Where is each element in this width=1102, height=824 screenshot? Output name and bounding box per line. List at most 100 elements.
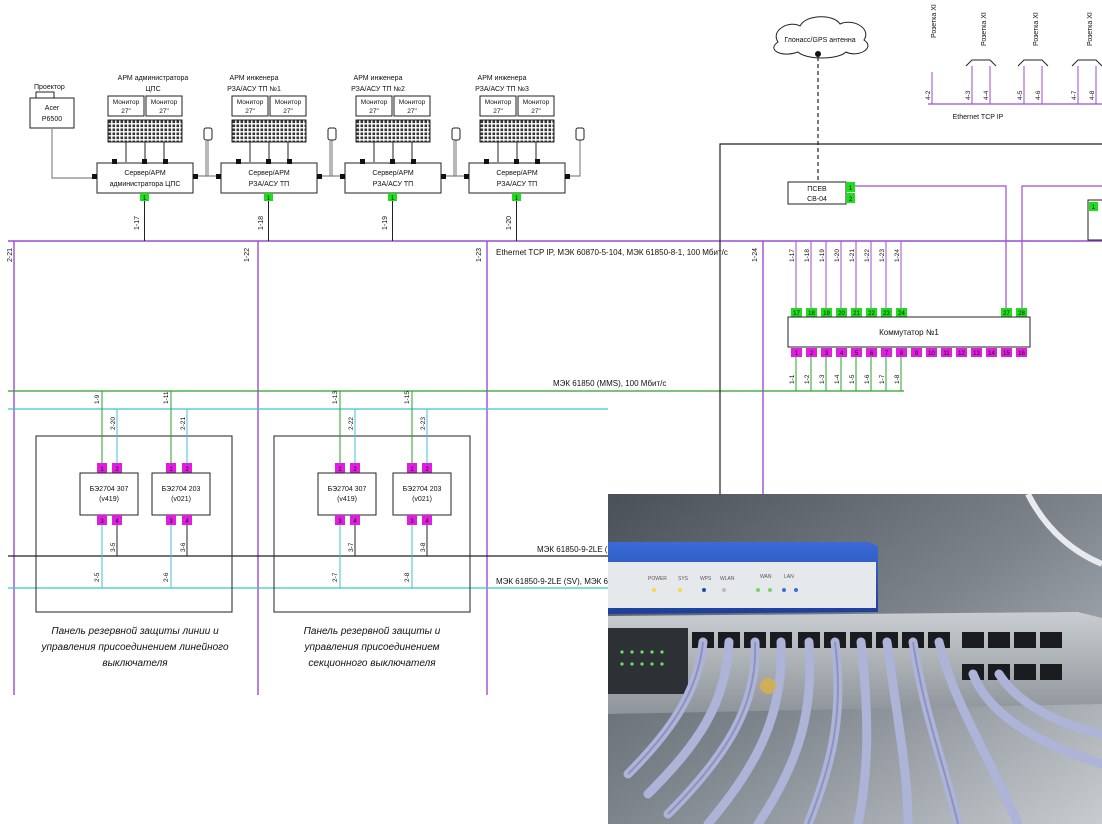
svg-text:РЗА/АСУ ТП: РЗА/АСУ ТП xyxy=(497,181,537,188)
svg-text:2: 2 xyxy=(849,197,853,203)
sockets: Ethernet TCP IP Розетка XI Розетка XI Ро… xyxy=(925,4,1102,121)
svg-text:ЦПС: ЦПС xyxy=(145,86,160,93)
svg-text:1-18: 1-18 xyxy=(258,216,265,230)
svg-text:1-24: 1-24 xyxy=(894,249,901,262)
svg-text:2-7: 2-7 xyxy=(332,572,339,582)
svg-text:11: 11 xyxy=(943,351,950,357)
svg-text:2-20: 2-20 xyxy=(110,417,117,430)
panel-line-protection: 1-9 2-20 1 2 БЭ2704 307 (v419) 3 4 3-5 2… xyxy=(35,391,233,669)
svg-text:14: 14 xyxy=(988,351,995,357)
switch-top-ports: 17 18 19 20 21 22 23 24 27 28 xyxy=(791,308,1027,317)
svg-text:1-22: 1-22 xyxy=(864,249,871,262)
svg-text:(v021): (v021) xyxy=(412,496,432,503)
svg-text:АРМ инженера: АРМ инженера xyxy=(478,75,527,82)
svg-text:4-4: 4-4 xyxy=(983,90,990,100)
svg-text:4-8: 4-8 xyxy=(1089,90,1096,100)
svg-text:1-19: 1-19 xyxy=(382,216,389,230)
svg-text:2: 2 xyxy=(185,467,189,473)
svg-text:1: 1 xyxy=(338,467,342,473)
projector-model-2: P6500 xyxy=(42,116,62,123)
workstation-1: АРМ администратора ЦПС Монитор 27" Монит… xyxy=(92,75,213,241)
svg-text:1-18: 1-18 xyxy=(804,249,811,262)
svg-text:Монитор: Монитор xyxy=(237,99,264,106)
svg-text:1: 1 xyxy=(267,196,271,202)
svg-text:2-21: 2-21 xyxy=(180,417,187,430)
svg-text:16: 16 xyxy=(1018,351,1025,357)
svg-text:4: 4 xyxy=(353,519,357,525)
gps-antenna-label: Глонасс/GPS антенна xyxy=(784,37,855,44)
svg-text:2-8: 2-8 xyxy=(404,572,411,582)
network-switch-photo: POWER SYS WPS WLAN WAN LAN xyxy=(608,494,1102,824)
svg-text:1-6: 1-6 xyxy=(864,374,871,384)
svg-text:администратора ЦПС: администратора ЦПС xyxy=(110,181,181,188)
svg-text:1-3: 1-3 xyxy=(819,374,826,384)
projector: Проектор Acer P6500 xyxy=(29,84,97,179)
psev-device: ПСЕВ СВ-04 1 2 xyxy=(787,181,1102,308)
svg-text:РЗА/АСУ ТП №1: РЗА/АСУ ТП №1 xyxy=(227,86,281,93)
panel-sectional-protection: 1-13 2-22 1 2 БЭ2704 307 (v419) 3 4 3-7 … xyxy=(273,391,471,669)
svg-text:Монитор: Монитор xyxy=(113,99,140,106)
switch-bottom-ports: 1 2 3 4 5 6 7 8 9 10 11 12 13 14 15 16 xyxy=(791,348,1027,357)
svg-text:2: 2 xyxy=(810,351,814,357)
svg-text:18: 18 xyxy=(808,311,815,317)
svg-text:РЗА/АСУ ТП №2: РЗА/АСУ ТП №2 xyxy=(351,86,405,93)
svg-text:1-23: 1-23 xyxy=(879,249,886,262)
svg-text:4: 4 xyxy=(425,519,429,525)
svg-text:17: 17 xyxy=(793,311,800,317)
svg-text:АРМ инженера: АРМ инженера xyxy=(230,75,279,82)
svg-text:28: 28 xyxy=(1018,311,1025,317)
svg-text:1: 1 xyxy=(795,351,799,357)
panel-2-caption-1: Панель резервной защиты и xyxy=(304,626,441,637)
sv-bus-label-2: МЭК 61850-9-2LE (SV), МЭК 61850 xyxy=(496,577,626,586)
svg-text:Монитор: Монитор xyxy=(275,99,302,106)
svg-text:27": 27" xyxy=(283,108,293,115)
svg-text:1: 1 xyxy=(849,186,853,192)
svg-text:АРМ инженера: АРМ инженера xyxy=(354,75,403,82)
svg-text:27": 27" xyxy=(369,108,379,115)
svg-text:1-1: 1-1 xyxy=(789,374,796,384)
svg-text:27": 27" xyxy=(159,108,169,115)
svg-text:2-22: 2-22 xyxy=(348,417,355,430)
svg-text:1: 1 xyxy=(410,467,414,473)
svg-text:21: 21 xyxy=(853,311,860,317)
svg-text:4-6: 4-6 xyxy=(1035,90,1042,100)
svg-text:4-3: 4-3 xyxy=(965,90,972,100)
svg-text:1: 1 xyxy=(1092,205,1096,211)
svg-text:8: 8 xyxy=(900,351,904,357)
projector-title: Проектор xyxy=(34,84,65,91)
svg-text:23: 23 xyxy=(883,311,890,317)
svg-text:15: 15 xyxy=(1003,351,1010,357)
svg-text:Монитор: Монитор xyxy=(523,99,550,106)
svg-text:РЗА/АСУ ТП: РЗА/АСУ ТП xyxy=(373,181,413,188)
svg-text:3-6: 3-6 xyxy=(180,542,187,552)
switch-label: Коммутатор №1 xyxy=(879,328,939,337)
svg-text:1-4: 1-4 xyxy=(834,374,841,384)
svg-text:(v021): (v021) xyxy=(171,496,191,503)
svg-text:2: 2 xyxy=(115,467,119,473)
svg-text:1-5: 1-5 xyxy=(849,374,856,384)
projector-model-1: Acer xyxy=(45,105,60,112)
svg-text:Монитор: Монитор xyxy=(361,99,388,106)
svg-text:2: 2 xyxy=(425,467,429,473)
svg-text:24: 24 xyxy=(898,311,905,317)
svg-text:1-21: 1-21 xyxy=(849,249,856,262)
svg-text:4-7: 4-7 xyxy=(1071,90,1078,100)
svg-text:1-8: 1-8 xyxy=(894,374,901,384)
svg-text:1-17: 1-17 xyxy=(789,249,796,262)
svg-text:БЭ2704 203: БЭ2704 203 xyxy=(162,486,201,493)
svg-text:SYS: SYS xyxy=(678,576,689,582)
svg-text:3-7: 3-7 xyxy=(348,542,355,552)
svg-text:Розетка XI: Розетка XI xyxy=(1033,12,1040,46)
svg-text:1-9: 1-9 xyxy=(94,394,101,404)
svg-text:6: 6 xyxy=(870,351,874,357)
svg-text:(v419): (v419) xyxy=(337,496,357,503)
svg-text:Сервер/АРМ: Сервер/АРМ xyxy=(496,170,537,177)
svg-text:20: 20 xyxy=(838,311,845,317)
svg-text:3: 3 xyxy=(338,519,342,525)
svg-text:Монитор: Монитор xyxy=(485,99,512,106)
workstation-2: АРМ инженера РЗА/АСУ ТП №1 Монитор 27" М… xyxy=(205,75,337,241)
svg-text:1: 1 xyxy=(100,467,104,473)
svg-text:13: 13 xyxy=(973,351,980,357)
svg-text:1-2: 1-2 xyxy=(804,374,811,384)
svg-text:3: 3 xyxy=(100,519,104,525)
